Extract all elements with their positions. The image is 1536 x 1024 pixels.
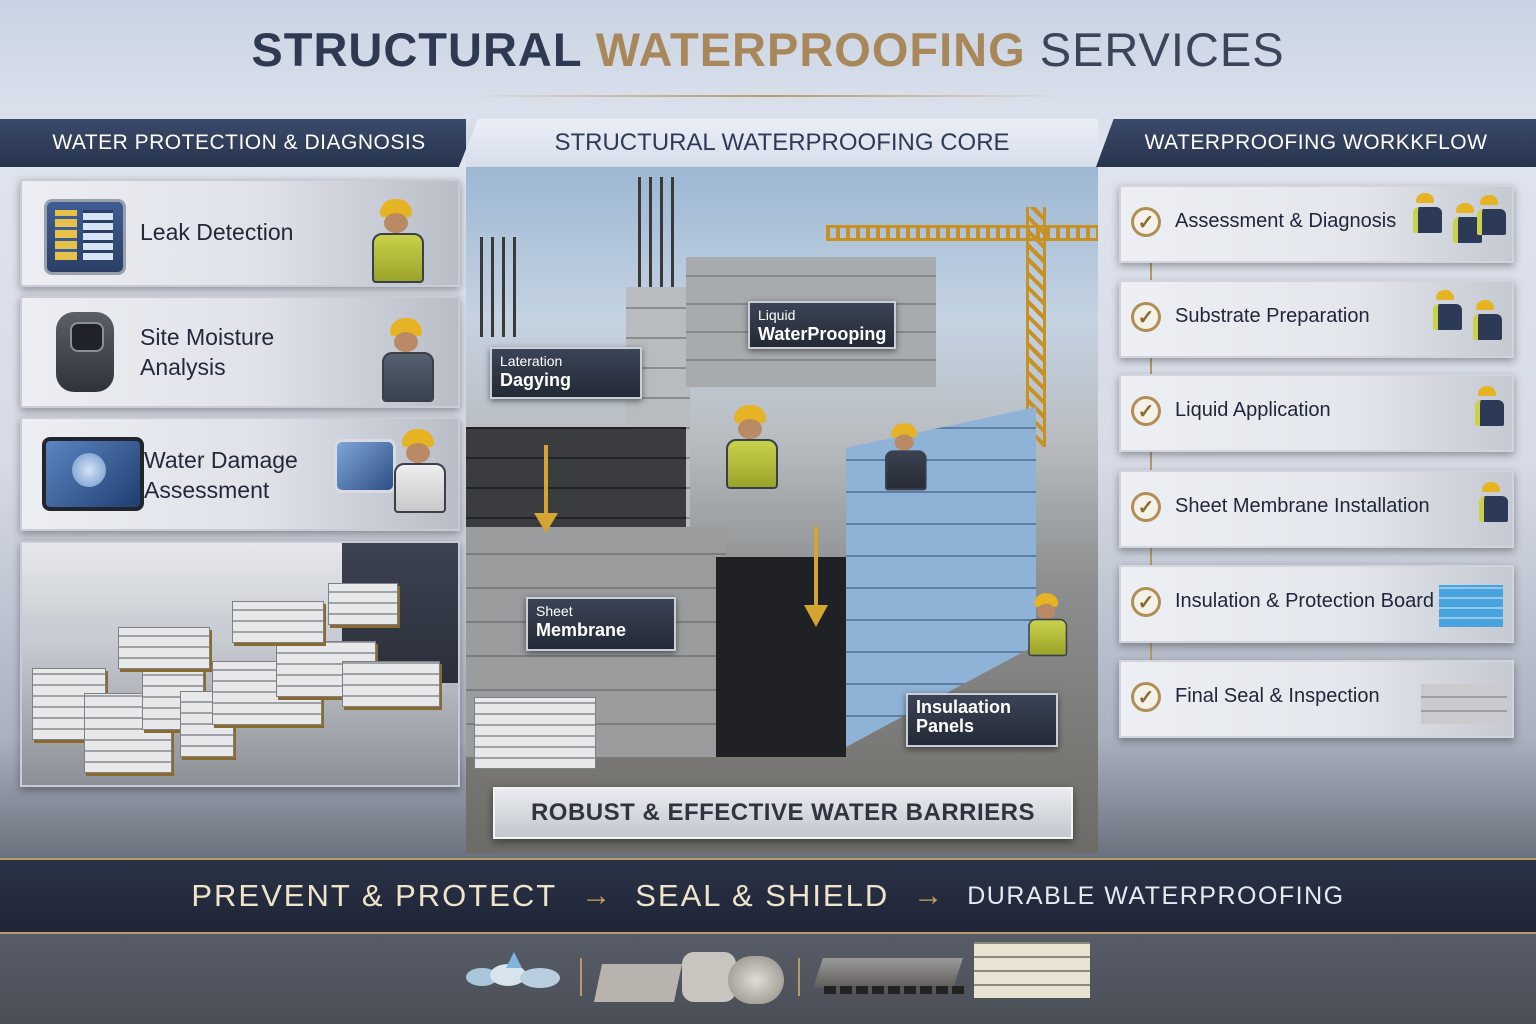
monitor-icon <box>334 439 396 493</box>
title-part-waterproofing: WATERPROOFING <box>595 23 1026 76</box>
separator <box>798 958 800 996</box>
workflow-step[interactable]: ✓ Final Seal & Inspection <box>1119 660 1514 738</box>
step-label: Insulation & Protection Board <box>1175 590 1435 612</box>
tag-small-text: Lateration <box>500 353 563 369</box>
title-part-structural: STRUCTURAL <box>251 23 582 76</box>
banner-durable: DURABLE WATERPROOFING <box>967 881 1345 910</box>
insulation-stack-icon <box>974 942 1094 1000</box>
card-label: Site Moisture Analysis <box>140 322 274 382</box>
card-label: Leak Detection <box>140 219 294 245</box>
step-label: Final Seal & Inspection <box>1175 685 1380 707</box>
insulation-board-icon <box>1439 585 1503 627</box>
worker-icon <box>1473 386 1504 426</box>
card-label-line1: Water Damage <box>144 447 298 473</box>
title-part-services: SERVICES <box>1039 23 1285 76</box>
check-icon: ✓ <box>1131 587 1161 617</box>
card-label-line2: Assessment <box>144 477 270 503</box>
site-moisture-card[interactable]: Site Moisture Analysis <box>20 296 460 408</box>
lateral-tag: Lateration Dagying <box>490 347 642 399</box>
rebar-column <box>480 237 520 337</box>
water-barriers-caption: ROBUST & EFFECTIVE WATER BARRIERS <box>493 787 1073 839</box>
crane-tower <box>1026 207 1046 447</box>
worker-icon <box>1431 290 1462 330</box>
workflow-step[interactable]: ✓ Insulation & Protection Board <box>1119 565 1514 643</box>
separator <box>580 958 582 996</box>
worker-icon <box>384 429 454 513</box>
rebar-column <box>638 177 674 297</box>
title-divider <box>468 95 1068 97</box>
banner-prevent-protect: PREVENT & PROTECT <box>191 878 558 913</box>
check-icon: ✓ <box>1131 302 1161 332</box>
tag-main-text: Membrane <box>536 620 627 640</box>
insulation-panels-tag: Insulaation Panels <box>906 693 1058 747</box>
check-icon: ✓ <box>1131 396 1161 426</box>
membrane-rolls-icon <box>593 946 788 1006</box>
tag-small-text: Liquid <box>758 307 796 323</box>
moisture-meter-icon <box>56 312 114 392</box>
worker-icon <box>362 199 432 283</box>
crane-jib <box>826 225 1098 241</box>
water-damage-card[interactable]: Water Damage Assessment <box>20 417 460 531</box>
step-label: Liquid Application <box>1175 399 1331 421</box>
workflow-step[interactable]: ✓ Substrate Preparation <box>1119 280 1514 358</box>
arrow-down-icon <box>534 513 558 533</box>
tag-small-text: Sheet <box>536 603 573 619</box>
leak-detection-card[interactable]: Leak Detection <box>20 179 460 287</box>
card-label-line2: Analysis <box>140 354 226 380</box>
arrow-down-icon <box>814 527 818 607</box>
arrow-right-icon: → <box>581 879 612 912</box>
worker-icon <box>716 405 786 489</box>
step-label: Substrate Preparation <box>1175 305 1370 327</box>
concrete-blocks-icon <box>1421 684 1507 724</box>
worker-icon <box>1411 193 1442 233</box>
worker-icon <box>1475 195 1506 235</box>
tag-line1: Insulaation <box>916 697 1012 717</box>
step-label: Sheet Membrane Installation <box>1175 495 1430 517</box>
arrow-down-icon <box>544 445 548 515</box>
tag-main-text: Dagying <box>500 370 572 390</box>
tag-main-text: WaterProoping <box>758 324 887 344</box>
arrow-down-icon <box>804 605 828 627</box>
tablet-icon <box>42 437 144 511</box>
card-label-line1: Site Moisture <box>140 324 275 350</box>
workflow-step[interactable]: ✓ Sheet Membrane Installation <box>1119 470 1514 548</box>
arrow-right-icon: → <box>913 879 944 912</box>
stacked-blocks <box>474 697 596 769</box>
worker-icon <box>1471 300 1502 340</box>
step-label: Assessment & Diagnosis <box>1175 210 1397 232</box>
page-title: STRUCTURAL WATERPROOFING SERVICES <box>0 22 1536 77</box>
worker-icon <box>1477 482 1508 522</box>
tag-line2: Panels <box>916 716 975 736</box>
left-column-heading: WATER PROTECTION & DIAGNOSIS <box>0 119 478 167</box>
banner-seal-shield: SEAL & SHIELD <box>635 878 890 913</box>
workflow-step[interactable]: ✓ Assessment & Diagnosis <box>1119 185 1514 263</box>
bottom-banner: PREVENT & PROTECT → SEAL & SHIELD → DURA… <box>0 858 1536 934</box>
waterproofing-construction-scene: Liquid WaterProoping Lateration Dagying … <box>466 167 1098 853</box>
warehouse-materials-image <box>20 541 460 787</box>
worker-icon <box>877 423 933 491</box>
check-icon: ✓ <box>1131 682 1161 712</box>
center-column-heading: STRUCTURAL WATERPROOFING CORE <box>466 119 1098 167</box>
trench <box>716 557 846 757</box>
check-icon: ✓ <box>1131 207 1161 237</box>
right-column-heading: WATERPROOFING WORKKFLOW <box>1096 119 1536 167</box>
sheet-material-icon <box>813 950 968 1000</box>
check-icon: ✓ <box>1131 492 1161 522</box>
card-label: Water Damage Assessment <box>144 445 298 505</box>
meter-device-icon <box>44 199 126 275</box>
blue-stones-icon <box>466 952 566 990</box>
liquid-waterproofing-tag: Liquid WaterProoping <box>748 301 897 349</box>
worker-icon <box>372 318 442 402</box>
workflow-step[interactable]: ✓ Liquid Application <box>1119 374 1514 452</box>
sheet-membrane-tag: Sheet Membrane <box>526 597 676 651</box>
worker-icon <box>1021 593 1074 657</box>
